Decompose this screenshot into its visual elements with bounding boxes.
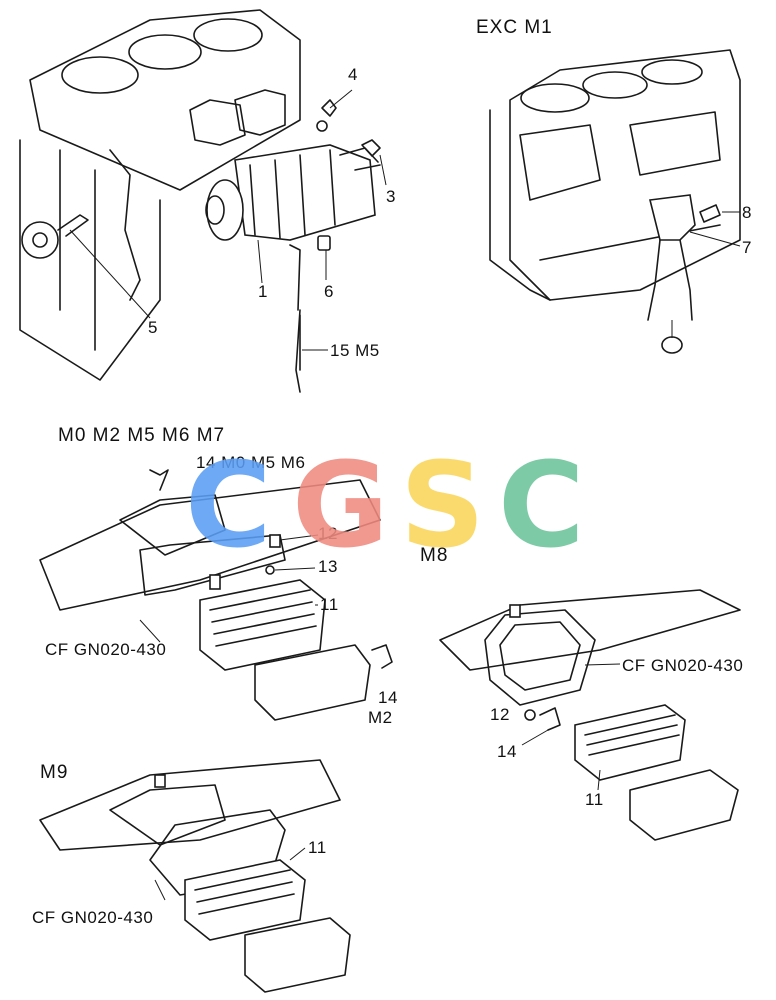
header-model-group: M0 M2 M5 M6 M7 [58,425,226,446]
engine-block-left [19,9,301,381]
callout-1: 1 [258,282,268,301]
callout-12-a: 12 [318,524,338,543]
callout-8: 8 [742,203,752,222]
callout-11-a: 11 [320,595,339,614]
callout-14-b: 14 [378,688,398,707]
engine-block-right [489,49,741,354]
callout-7: 7 [742,238,752,257]
watermark-letter-3: S [400,436,485,574]
watermark-letter-4: C [498,436,585,574]
callout-6: 6 [324,282,334,301]
callout-14-m0-m5-m6: 14 M0 M5 M6 [196,453,306,472]
callout-13: 13 [318,557,338,576]
header-exc-m1: EXC M1 [476,17,553,38]
callout-15-m5: 15 M5 [330,341,380,360]
header-m8: M8 [420,545,449,566]
callout-11-b: 11 [585,790,604,809]
starter-motor [205,89,387,393]
oil-cooler-group-m9 [39,759,351,993]
watermark-letter-1: C [185,436,272,574]
callout-m2: M2 [368,708,393,727]
callout-4: 4 [348,65,358,84]
callout-12-b: 12 [490,705,510,724]
callout-3: 3 [386,187,396,206]
callout-11-c: 11 [308,838,327,857]
header-m9: M9 [40,762,69,783]
oil-cooler-group-a [39,469,393,721]
callout-cf-gn020-430-b: CF GN020-430 [622,656,744,675]
callout-cf-gn020-430-c: CF GN020-430 [32,908,154,927]
watermark-letter-2: G [292,436,389,574]
callout-cf-gn020-430-a: CF GN020-430 [45,640,167,659]
oil-cooler-group-m8 [439,589,741,841]
callout-14-c: 14 [497,742,517,761]
callout-5: 5 [148,318,158,337]
